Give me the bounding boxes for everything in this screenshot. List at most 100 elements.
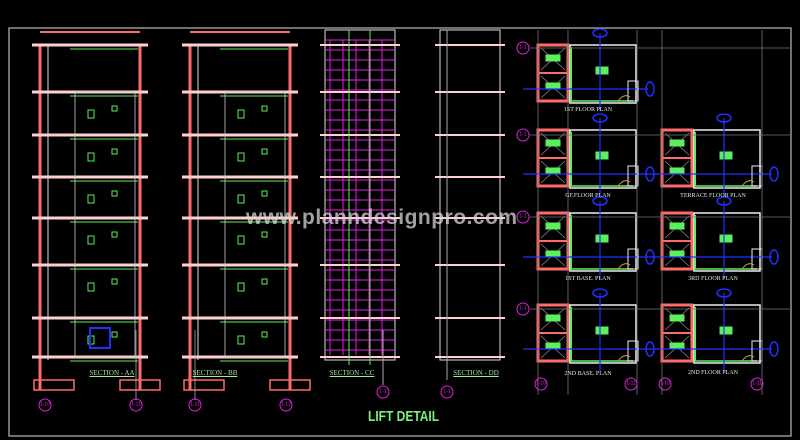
grid-tag: 1-11 — [750, 377, 764, 391]
opening-mark — [261, 331, 268, 338]
section-dd-shaft — [439, 29, 501, 361]
grid-tag: 1-1 — [376, 385, 390, 399]
grid-tag: 1-1 — [516, 41, 530, 55]
door-frame — [627, 340, 639, 362]
grid-tag: 1-11 — [188, 398, 202, 412]
section-aa-label: SECTION - AA — [89, 369, 135, 377]
opening-mark — [87, 282, 95, 292]
section-cc-label: SECTION - CC — [329, 369, 375, 377]
stair-mark — [719, 234, 733, 243]
plan-label-1st-floor: 1ST FLOOR PLAN — [563, 107, 613, 113]
axis-bubble — [769, 166, 779, 182]
opening-mark — [87, 194, 95, 204]
stair-mark — [719, 151, 733, 160]
door-frame — [627, 80, 639, 102]
watermark: www.planndesignpro.com — [246, 206, 518, 229]
door-frame — [627, 248, 639, 270]
door-swing — [741, 180, 755, 187]
axis-bubble — [592, 196, 608, 206]
axis-bubble — [716, 288, 732, 298]
lift-car — [545, 167, 561, 175]
opening-mark — [261, 148, 268, 155]
door-swing — [617, 180, 631, 187]
opening-mark — [111, 105, 118, 112]
lift-car — [669, 222, 685, 230]
opening-mark — [237, 335, 245, 345]
axis-bubble — [592, 28, 608, 38]
grid-tag: 1-10 — [658, 377, 672, 391]
plan-label-gf-floor: GF.FLOOR PLAN — [565, 193, 611, 199]
opening-mark — [237, 235, 245, 245]
stair-mark — [595, 151, 609, 160]
axis-bubble — [645, 81, 655, 97]
axis-bubble — [716, 196, 732, 206]
plan-label-1st-base: 1ST BASE. PLAN — [565, 276, 611, 282]
lift-car — [669, 250, 685, 258]
door-frame — [627, 165, 639, 187]
opening-mark — [261, 190, 268, 197]
opening-mark — [111, 190, 118, 197]
lift-car — [545, 342, 561, 350]
opening-mark — [111, 331, 118, 338]
opening-mark — [237, 152, 245, 162]
lift-shaft — [224, 91, 286, 358]
door-swing — [741, 355, 755, 362]
stair-mark — [595, 66, 609, 75]
lift-car — [545, 54, 561, 62]
lift-car — [669, 314, 685, 322]
axis-bubble — [716, 113, 732, 123]
footing — [183, 379, 225, 391]
axis-bubble — [769, 249, 779, 265]
opening-mark — [87, 235, 95, 245]
opening-mark — [261, 105, 268, 112]
section-bb-label: SECTION - BB — [192, 369, 238, 377]
door-swing — [617, 355, 631, 362]
grid-tag: 1-10 — [534, 377, 548, 391]
axis-bubble — [592, 113, 608, 123]
footing — [33, 379, 75, 391]
lift-car — [545, 314, 561, 322]
lift-shaft — [74, 91, 136, 358]
opening-mark — [111, 231, 118, 238]
grid-tag: 1-1 — [516, 210, 530, 224]
plan-label-2nd-floor: 2ND FLOOR PLAN — [687, 370, 739, 376]
sheet-border — [8, 27, 792, 437]
opening-mark — [237, 109, 245, 119]
door-swing — [617, 263, 631, 270]
grid-tag: 1-11 — [129, 398, 143, 412]
axis-bubble — [769, 341, 779, 357]
section-cc-shaft — [324, 29, 396, 361]
opening-mark — [237, 282, 245, 292]
stair-mark — [595, 234, 609, 243]
lift-car — [545, 250, 561, 258]
opening-mark — [261, 231, 268, 238]
grid-tag: 1-1 — [516, 302, 530, 316]
grid-tag: 1-11 — [624, 377, 638, 391]
lift-car — [545, 82, 561, 90]
opening-mark — [87, 152, 95, 162]
grid-tag: 1-10 — [38, 398, 52, 412]
footing — [269, 379, 311, 391]
lift-pit — [89, 327, 111, 349]
drawing-title: LIFT DETAIL — [368, 408, 440, 425]
plan-label-terrace: TERRACE FLOOR PLAN — [680, 193, 746, 199]
plan-label-2nd-base: 2ND BASE. PLAN — [564, 371, 612, 377]
lift-car — [669, 167, 685, 175]
stair-mark — [719, 326, 733, 335]
grid-tag: 1-1 — [516, 128, 530, 142]
footing — [119, 379, 161, 391]
grid-tag: 1-1 — [440, 385, 454, 399]
door-swing — [617, 95, 631, 102]
grid-tag: 1-12 — [279, 398, 293, 412]
door-swing — [741, 263, 755, 270]
lift-car — [545, 139, 561, 147]
opening-mark — [111, 148, 118, 155]
opening-mark — [111, 278, 118, 285]
lift-car — [669, 342, 685, 350]
axis-bubble — [592, 288, 608, 298]
opening-mark — [261, 278, 268, 285]
lift-car — [545, 222, 561, 230]
opening-mark — [237, 194, 245, 204]
lift-car — [669, 139, 685, 147]
